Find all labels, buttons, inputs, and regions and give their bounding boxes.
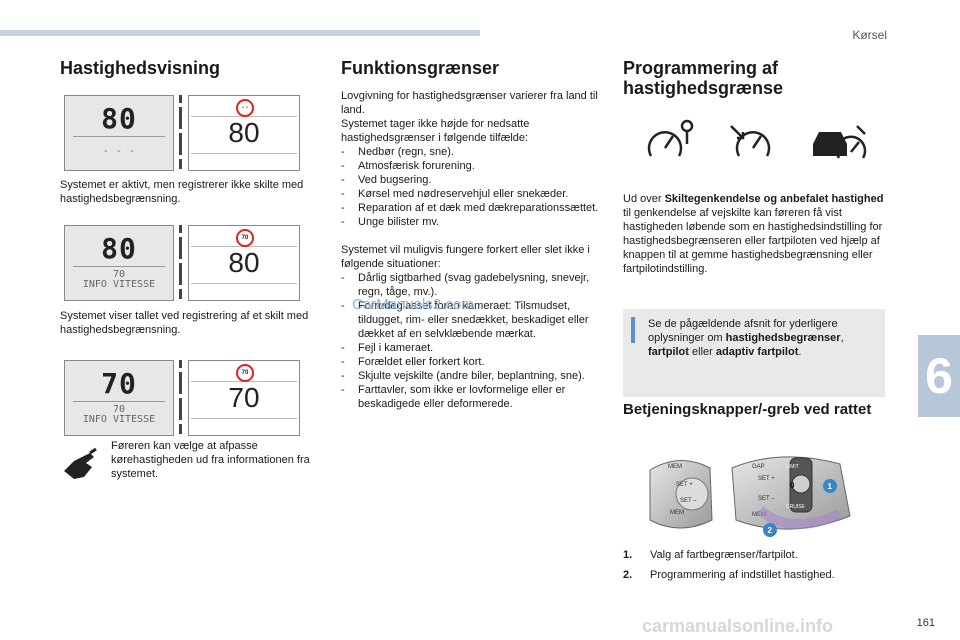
- dial-speed: 70: [228, 382, 260, 413]
- svg-text:MEM: MEM: [670, 510, 684, 516]
- watermark: CarManuals2.com: [352, 296, 474, 313]
- lcd-speed: 80: [101, 232, 137, 265]
- chapter-tab: 6: [918, 335, 960, 417]
- list-item: 1.Valg af fartbegrænser/fartpilot.: [623, 549, 798, 561]
- driver-hand-icon: [64, 447, 97, 479]
- speed-sign-icon: 70: [236, 229, 254, 247]
- svg-text:SET –: SET –: [680, 498, 697, 504]
- lcd-speed: 70: [101, 367, 137, 400]
- list-item: -Reparation af et dæk med dækreparations…: [341, 202, 599, 214]
- list-item: -Ved bugsering.: [341, 174, 432, 186]
- caption-1: Systemet er aktivt, men registrerer ikke…: [60, 179, 304, 205]
- speed-limiter-icon: [730, 125, 771, 157]
- limits-intro-2: Systemet tager ikke højde for nedsatte h…: [341, 118, 530, 144]
- speed-sign-icon: 70: [236, 364, 254, 382]
- list-malfunction: -Dårlig sigtbarhed (svag gadebelysning, …: [341, 271, 603, 411]
- section-label: Kørsel: [852, 28, 887, 42]
- list-item: -Forrudeglasset foran kameraet: Tilsmuds…: [341, 300, 589, 340]
- speedometer-icon: [647, 119, 694, 157]
- controls-list: 1.Valg af fartbegrænser/fartpilot. 2.Pro…: [623, 548, 885, 588]
- svg-text:0: 0: [790, 481, 795, 490]
- speed-dial: 70 70: [188, 360, 300, 436]
- footer-watermark: carmanualsonline.info: [642, 616, 834, 636]
- list-item: -Farttavler, som ikke er lovformelige el…: [341, 384, 566, 410]
- lcd-info: - - -: [102, 144, 136, 157]
- speed-dial: - - 80: [188, 95, 300, 171]
- cruise-car-icon: [813, 125, 867, 159]
- limits-intro-3: Systemet vil muligvis fungere forkert el…: [341, 244, 590, 270]
- svg-text:CRUISE: CRUISE: [786, 504, 806, 510]
- svg-text:1: 1: [828, 482, 833, 491]
- info-text: Se de pågældende afsnit for yderligere o…: [648, 318, 844, 358]
- limits-section: Funktionsgrænser Lovgivning for hastighe…: [341, 58, 603, 411]
- list-item: -Fejl i kameraet.: [341, 342, 434, 354]
- speed-dial: 70 80: [188, 225, 300, 301]
- info-box: Se de pågældende afsnit for yderligere o…: [623, 309, 885, 397]
- callout-1: [823, 479, 837, 493]
- instrument-cluster-1: 80 - - - - - 80: [60, 95, 300, 171]
- list-item: -Unge bilister mv.: [341, 216, 440, 228]
- speed-sign-icon: - -: [236, 99, 254, 117]
- col1-header: Hastighedsvisning: [60, 58, 330, 78]
- list-item: -Forældet eller forkert kort.: [341, 356, 485, 368]
- programming-description: Ud over Skiltegenkendelse og anbefalet h…: [623, 193, 884, 275]
- svg-text:SET +: SET +: [676, 482, 693, 488]
- programming-section: Programmering af hastighedsgrænse: [623, 58, 888, 98]
- callout-2: [763, 523, 777, 537]
- list-item: -Kørsel med nødreservehjul eller snekæde…: [341, 188, 569, 200]
- dial-speed: 80: [228, 247, 260, 278]
- svg-text:2: 2: [768, 526, 773, 535]
- speed-display-title: Hastighedsvisning: [60, 58, 221, 78]
- lcd-speed: 80: [101, 102, 137, 135]
- programming-title: Programmering af hastighedsgrænse: [623, 58, 784, 98]
- speed-icons: [647, 119, 867, 159]
- limits-intro: Lovgivning for hastighedsgrænser variere…: [341, 90, 598, 116]
- header-bar: [0, 30, 480, 36]
- list-not-considered: -Nedbør (regn, sne). -Atmosfærisk forure…: [341, 145, 603, 229]
- steering-stalk-illustration: MEM SET + SET – MEM GAP SET + SET – LIMI…: [649, 456, 851, 537]
- page-number: 161: [916, 617, 935, 629]
- svg-text:SET –: SET –: [758, 496, 775, 502]
- caption-2: Systemet viser tallet ved registrering a…: [60, 310, 309, 336]
- list-item: -Nedbør (regn, sne).: [341, 146, 454, 158]
- controls-subtitle: Betjeningsknapper/-greb ved rattet: [623, 401, 872, 418]
- svg-text:SET +: SET +: [758, 476, 775, 482]
- list-item: 2.Programmering af indstillet hastighed.: [623, 569, 835, 581]
- svg-text:LIMIT: LIMIT: [786, 464, 799, 470]
- caption-3: Føreren kan vælge at afpasse kørehastigh…: [111, 440, 310, 480]
- stalk-label-mem: MEM: [668, 464, 682, 470]
- info-icon: [631, 317, 635, 343]
- chapter-number: 6: [925, 348, 953, 404]
- list-item: -Skjulte vejskilte (andre biler, beplant…: [341, 370, 585, 382]
- dial-speed: 80: [228, 117, 260, 148]
- list-item: -Atmosfærisk forurening.: [341, 160, 475, 172]
- list-item: -Dårlig sigtbarhed (svag gadebelysning, …: [341, 272, 590, 298]
- limits-title: Funktionsgrænser: [341, 58, 500, 78]
- svg-text:GAP: GAP: [752, 464, 765, 470]
- lcd-display: 80 - - -: [64, 95, 174, 171]
